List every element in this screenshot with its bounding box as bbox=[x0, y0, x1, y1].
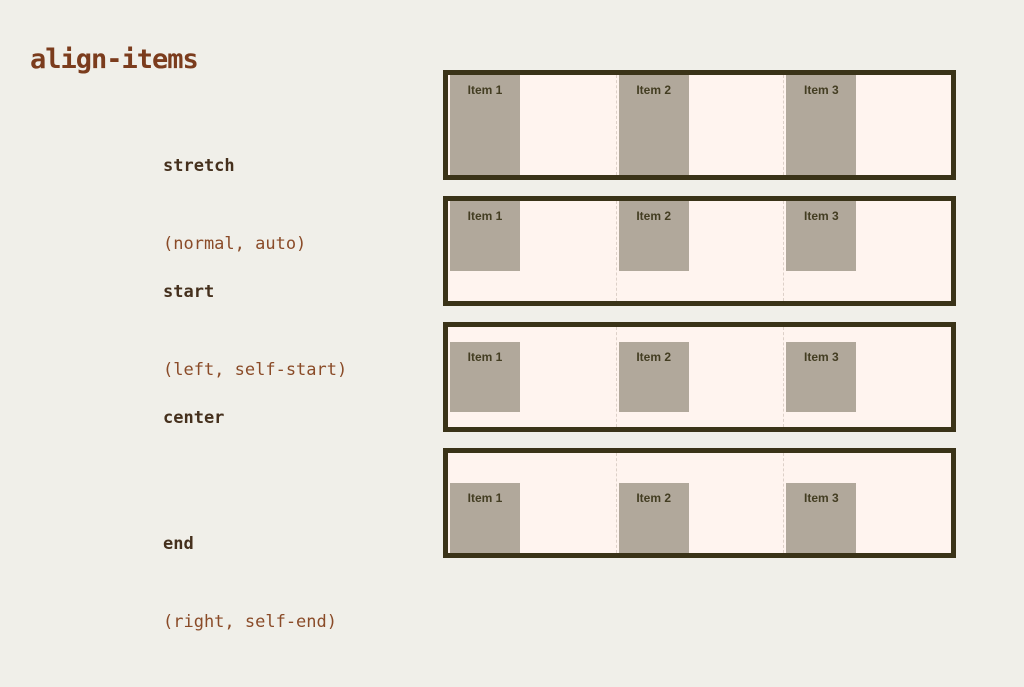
column-cell: Item 3 bbox=[783, 75, 951, 175]
example-label-stretch: stretch (normal, auto) bbox=[163, 101, 306, 309]
flex-item: Item 2 bbox=[618, 201, 689, 271]
flex-item: Item 3 bbox=[786, 342, 857, 412]
flex-container-stretch: Item 1 Item 2 Item 3 bbox=[443, 70, 956, 180]
column-cell: Item 2 bbox=[615, 453, 784, 553]
example-name: end bbox=[163, 534, 194, 554]
page-title: align-items bbox=[30, 44, 199, 76]
example-name: center bbox=[163, 408, 225, 428]
example-aliases: (normal, auto) bbox=[163, 234, 307, 254]
flex-item: Item 1 bbox=[450, 201, 520, 271]
flex-item: Item 3 bbox=[786, 75, 857, 175]
column-cell: Item 3 bbox=[783, 327, 951, 427]
example-name: start bbox=[163, 282, 215, 302]
flex-container-end: Item 1 Item 2 Item 3 bbox=[443, 448, 956, 558]
example-label-end: end (right, self-end) bbox=[163, 479, 337, 687]
column-cell: Item 2 bbox=[615, 327, 784, 427]
flex-container-start: Item 1 Item 2 Item 3 bbox=[443, 196, 956, 306]
flex-item: Item 2 bbox=[618, 75, 689, 175]
example-aliases: (right, self-end) bbox=[163, 612, 337, 632]
flex-item: Item 2 bbox=[618, 483, 689, 553]
flex-item: Item 1 bbox=[450, 75, 520, 175]
example-name: stretch bbox=[163, 156, 235, 176]
column-cell: Item 1 bbox=[448, 201, 616, 301]
flex-item: Item 3 bbox=[786, 201, 857, 271]
column-cell: Item 1 bbox=[448, 75, 616, 175]
column-cell: Item 1 bbox=[448, 327, 616, 427]
column-cell: Item 2 bbox=[615, 75, 784, 175]
flex-item: Item 3 bbox=[786, 483, 857, 553]
example-label-center: center bbox=[163, 353, 224, 535]
example-aliases: (left, self-start) bbox=[163, 360, 348, 380]
column-cell: Item 3 bbox=[783, 201, 951, 301]
column-cell: Item 3 bbox=[783, 453, 951, 553]
flex-container-center: Item 1 Item 2 Item 3 bbox=[443, 322, 956, 432]
flex-item: Item 1 bbox=[450, 483, 520, 553]
example-label-start: start (left, self-start) bbox=[163, 227, 347, 435]
column-cell: Item 2 bbox=[615, 201, 784, 301]
column-cell: Item 1 bbox=[448, 453, 616, 553]
flex-item: Item 2 bbox=[618, 342, 689, 412]
flex-item: Item 1 bbox=[450, 342, 520, 412]
